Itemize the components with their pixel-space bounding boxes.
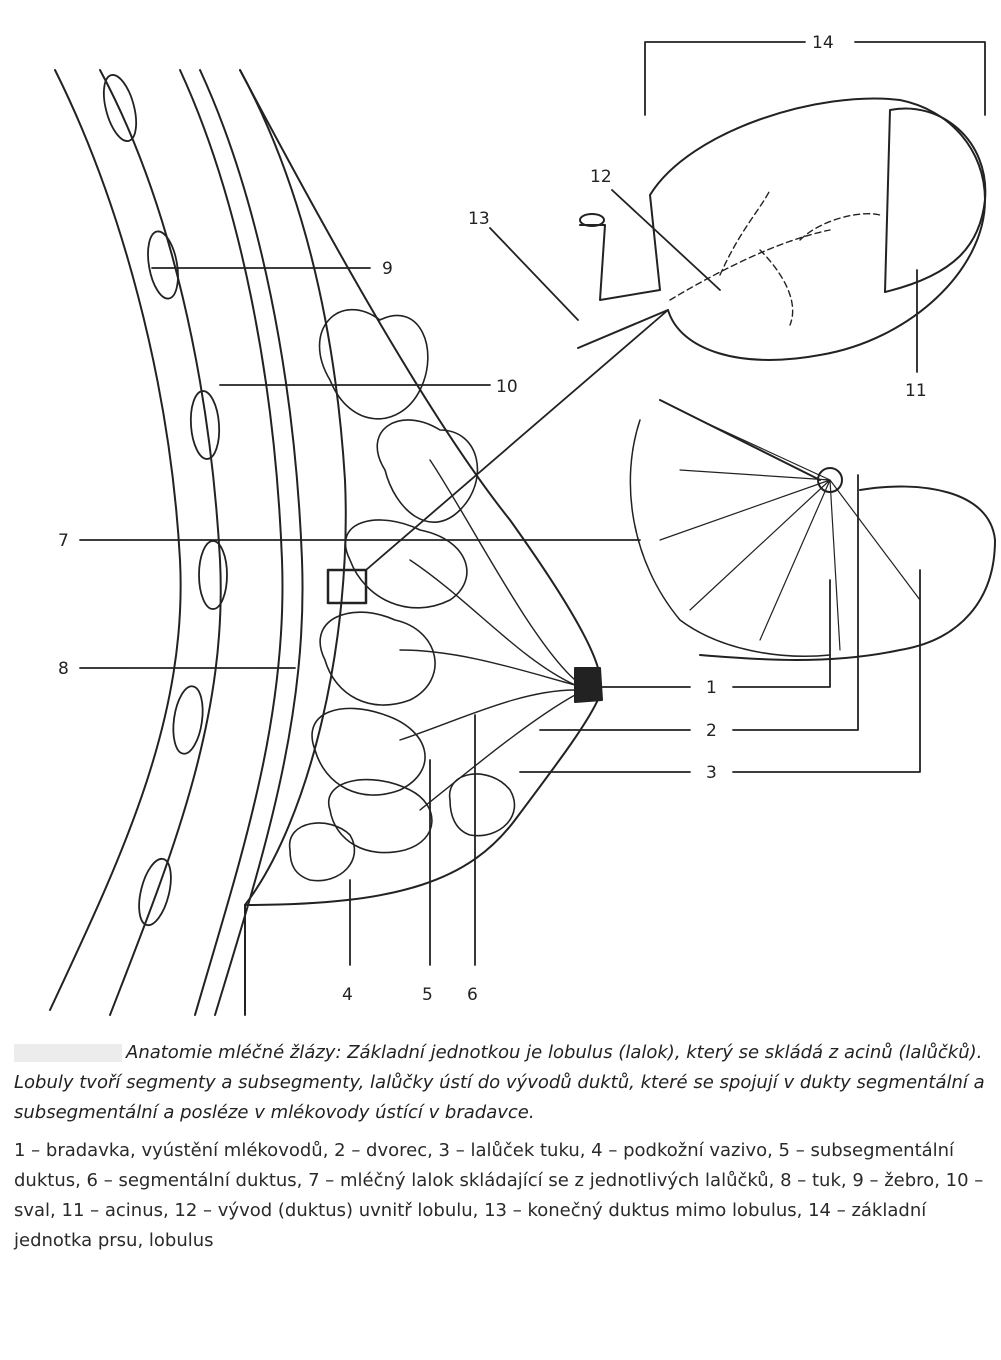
number-labels: 1 2 3 4 5 6 7 8 9 10 11 12 13 14 [58, 33, 927, 1005]
label-12: 12 [590, 167, 612, 187]
label-6: 6 [467, 985, 478, 1005]
label-10: 10 [496, 377, 518, 397]
label-1: 1 [706, 678, 717, 698]
label-7: 7 [58, 531, 69, 551]
label-13: 13 [468, 209, 490, 229]
label-3: 3 [706, 763, 717, 783]
caption-title: Anatomie mléčné žlázy: Základní jednotko… [14, 1038, 989, 1128]
caption-title-text: Anatomie mléčné žlázy: Základní jednotko… [14, 1042, 985, 1123]
label-14: 14 [812, 33, 834, 53]
rib-cross-sections [98, 72, 227, 929]
label-4: 4 [342, 985, 353, 1005]
label-5: 5 [422, 985, 433, 1005]
caption-legend: 1 – bradavka, vyústění mlékovodů, 2 – dv… [14, 1136, 989, 1256]
label-2: 2 [706, 721, 717, 741]
ducts [400, 460, 575, 810]
breast-anatomy-diagram: 1 2 3 4 5 6 7 8 9 10 11 12 13 14 [0, 0, 1001, 1030]
label-9: 9 [382, 259, 393, 279]
label-8: 8 [58, 659, 69, 679]
figure-caption: Anatomie mléčné žlázy: Základní jednotko… [14, 1038, 989, 1256]
caption-redaction [14, 1044, 122, 1062]
frontal-breast-view [630, 400, 995, 660]
lobules [290, 310, 515, 881]
zoom-box [328, 570, 366, 603]
label-11: 11 [905, 381, 927, 401]
lobule-detail [578, 98, 985, 360]
nipple [575, 668, 602, 702]
chest-wall [50, 70, 346, 1015]
